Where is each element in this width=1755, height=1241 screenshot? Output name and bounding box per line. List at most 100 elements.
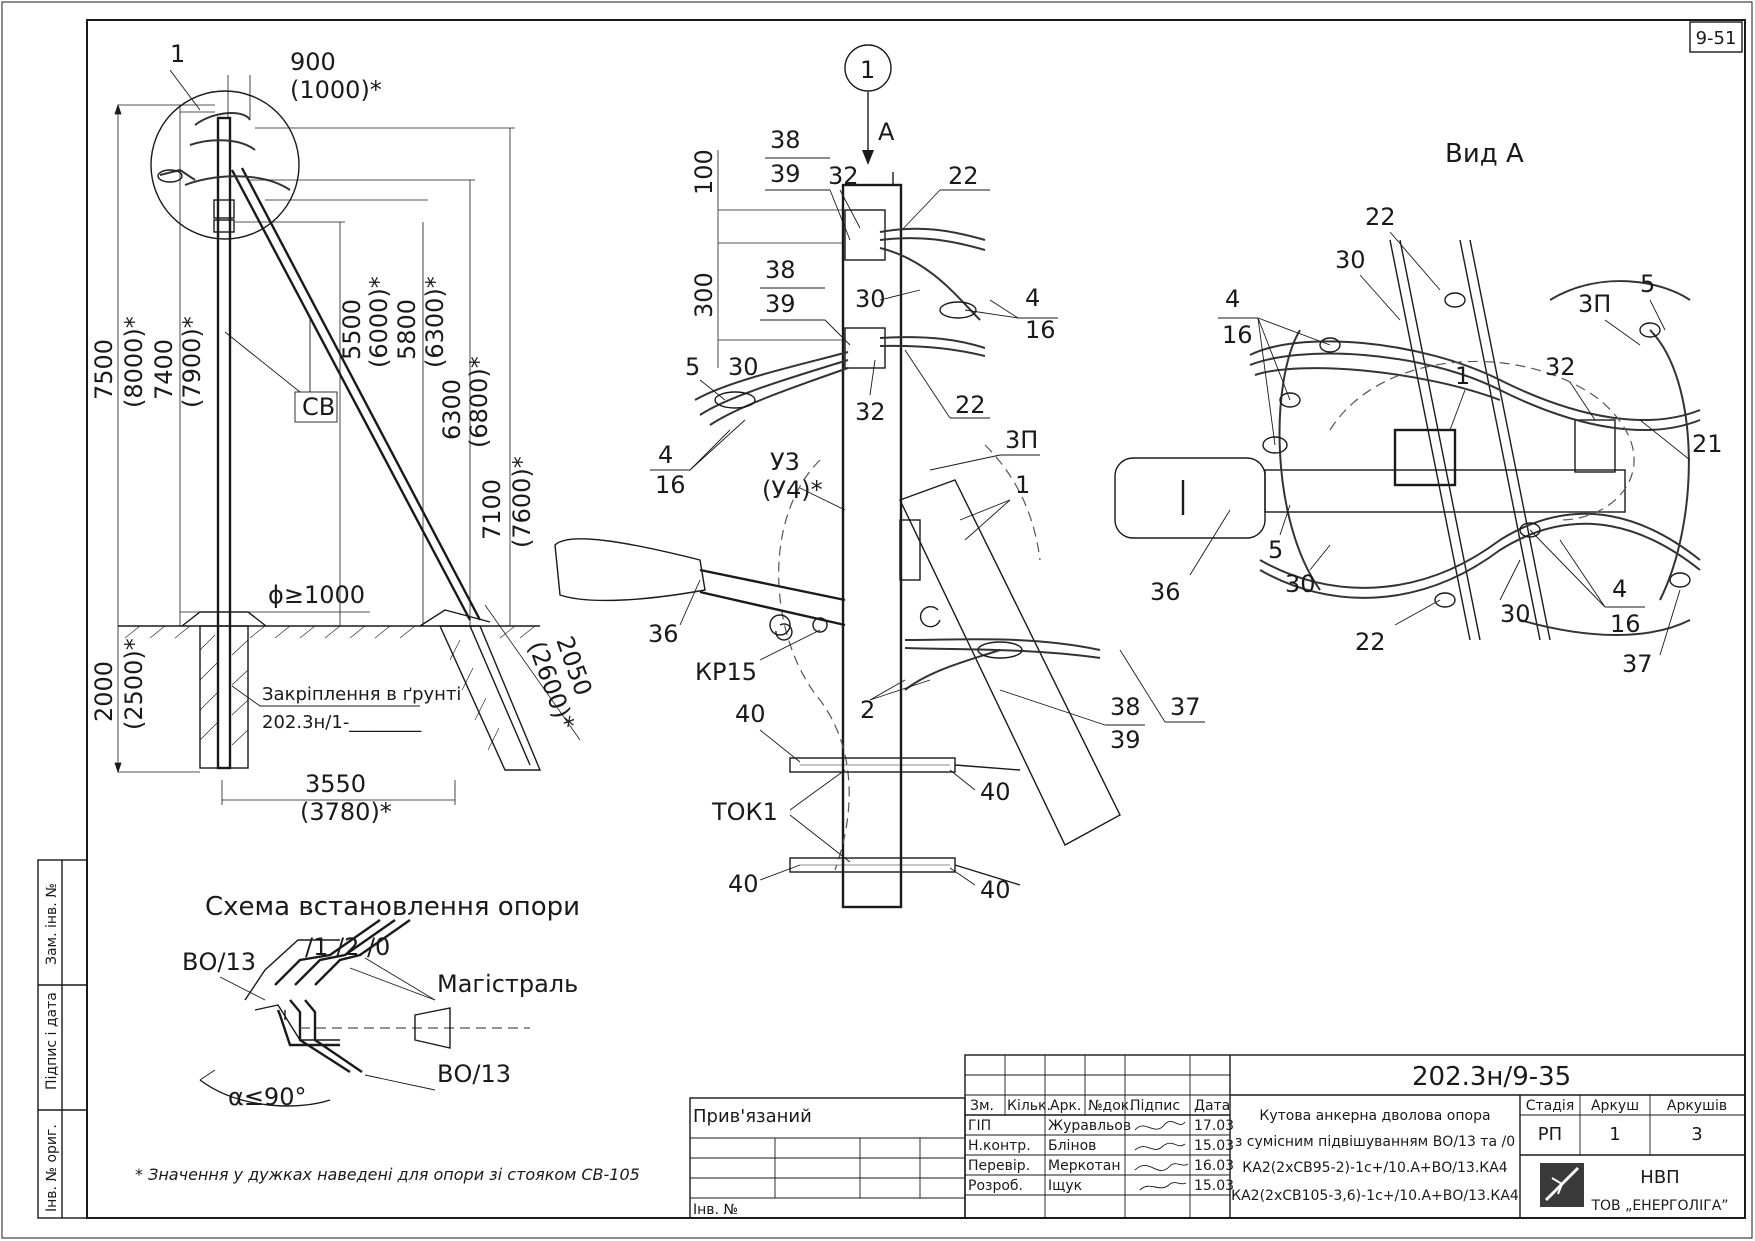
detail-view: 1 А	[554, 44, 1205, 909]
dim-3550: 3550	[305, 770, 366, 798]
view-a: Вид А 22 30	[1114, 139, 1723, 678]
section-mark-circle	[844, 44, 892, 92]
dim-7400: 7400	[150, 339, 178, 400]
doc-code: 202.3н/9-35	[1412, 1062, 1571, 1092]
va-5-top: 5	[1640, 270, 1655, 298]
va-21: 21	[1692, 430, 1723, 458]
dv-22-top: 22	[948, 162, 979, 190]
row-role-2: Перевір.	[968, 1158, 1030, 1174]
scheme-main-label: Магістраль	[437, 970, 578, 998]
dv-39-top: 39	[770, 160, 801, 188]
dv-36: 36	[648, 620, 679, 648]
scheme-title: Схема встановлення опори	[205, 892, 580, 922]
va-30-top: 30	[1335, 246, 1366, 274]
va-22-bottom: 22	[1355, 628, 1386, 656]
va-16-left: 16	[1222, 321, 1253, 349]
va-16-bottom: 16	[1610, 610, 1641, 638]
dim-7400-alt: (7900)*	[178, 316, 206, 408]
sheet-value: 1	[1609, 1124, 1620, 1145]
sheets-value: 3	[1691, 1124, 1702, 1145]
row-date-0: 17.03	[1194, 1118, 1234, 1134]
scheme-left-label: ВО/13	[182, 948, 256, 976]
row-name-3: Іщук	[1048, 1178, 1082, 1194]
sheets-head: Аркушів	[1667, 1098, 1727, 1114]
stamp-sign-date: Підпис і дата	[44, 992, 60, 1090]
dv-32-top: 32	[828, 162, 859, 190]
dv-30-mid: 30	[855, 285, 886, 313]
scheme-bottom-label: ВО/13	[437, 1060, 511, 1088]
va-4-left: 4	[1225, 285, 1240, 313]
th-ark: Арк.	[1050, 1098, 1081, 1114]
dim-7500-alt: (8000)*	[120, 316, 148, 408]
va-36: 36	[1150, 578, 1181, 606]
row-role-3: Розроб.	[968, 1178, 1023, 1194]
row-name-0: Журавльов	[1048, 1118, 1131, 1134]
row-name-2: Меркотан	[1048, 1158, 1121, 1174]
footnote: * Значення у дужках наведені для опори з…	[135, 1165, 640, 1184]
installation-scheme: Схема встановлення опори /1 /2 /0 ВО/13 …	[182, 892, 580, 1111]
stamp-orig-inv: Інв. № ориг.	[44, 1124, 60, 1212]
scheme-angle: α≤90°	[228, 1083, 306, 1111]
side-view: 1 900	[90, 40, 598, 826]
side-stamp: Зам. інв. № Підпис і дата Інв. № ориг.	[37, 859, 88, 1219]
dv-40-c: 40	[728, 870, 759, 898]
dv-1: 1	[1015, 471, 1030, 499]
dv-22-mid: 22	[955, 391, 986, 419]
dv-u3: У3	[770, 448, 800, 476]
dv-kr15: КР15	[695, 658, 757, 686]
dim-3550-alt: (3780)*	[300, 798, 392, 826]
side-callout-1: 1	[170, 40, 185, 68]
dv-40-b: 40	[980, 778, 1011, 806]
va-30-bottom-left: 30	[1285, 570, 1316, 598]
company-line-2: ТОВ „ЕНЕРГОЛІГА”	[1590, 1198, 1728, 1214]
th-data: Дата	[1194, 1098, 1230, 1114]
sheet-number-box	[1689, 21, 1743, 53]
dim-100: 100	[690, 149, 718, 195]
desc-line-3: КА2(2хСВ105-3,6)-1с+/10.А+ВО/13.КА4	[1231, 1188, 1519, 1204]
dim-300: 300	[690, 272, 718, 318]
ground-fix-code: 202.3н/1-________	[262, 712, 422, 733]
va-22-top: 22	[1365, 203, 1396, 231]
dv-38-top: 38	[770, 126, 801, 154]
linked-label: Прив'язаний	[693, 1106, 812, 1127]
dv-u4: (У4)*	[762, 476, 823, 504]
title-block: Прив'язаний Інв. № Зм. Кільк. Арк. №док.…	[689, 1054, 1746, 1219]
row-date-1: 15.03	[1194, 1138, 1234, 1154]
dim-900-alt: (1000)*	[290, 76, 382, 104]
dv-40-a: 40	[735, 700, 766, 728]
dim-foundation-dia: ϕ≥1000	[268, 581, 365, 609]
dv-37: 37	[1170, 693, 1201, 721]
va-37: 37	[1622, 650, 1653, 678]
dim-2000: 2000	[90, 661, 118, 722]
company-line-1: НВП	[1640, 1167, 1679, 1188]
row-date-2: 16.03	[1194, 1158, 1234, 1174]
th-kilk: Кільк.	[1007, 1098, 1051, 1114]
view-arrow-label: А	[878, 118, 895, 146]
va-30-bottom-right: 30	[1500, 600, 1531, 628]
view-a-title: Вид А	[1445, 139, 1524, 169]
dv-2: 2	[860, 696, 875, 724]
company-logo	[1540, 1163, 1584, 1207]
va-4-bottom: 4	[1612, 575, 1627, 603]
th-ndok: №док.	[1088, 1098, 1134, 1114]
scheme-top-labels: /1 /2 /0	[305, 933, 390, 961]
dv-3p: 3П	[1005, 426, 1038, 454]
th-zm: Зм.	[970, 1098, 994, 1114]
dim-5800: 5800	[393, 299, 421, 360]
dv-16-right: 16	[1025, 316, 1056, 344]
ground-fix-title: Закріплення в ґрунті	[262, 684, 461, 705]
stage-value: РП	[1538, 1124, 1562, 1145]
inv-label: Інв. №	[693, 1202, 738, 1218]
dim-7500: 7500	[90, 339, 118, 400]
dim-6300-alt: (6800)*	[465, 356, 493, 448]
dv-4-left: 4	[658, 441, 673, 469]
dv-30-left: 30	[728, 353, 759, 381]
row-date-3: 15.03	[1194, 1178, 1234, 1194]
row-role-0: ГІП	[968, 1118, 991, 1134]
dim-900: 900	[290, 48, 336, 76]
va-32: 32	[1545, 353, 1576, 381]
desc-line-0: Кутова анкерна дволова опора	[1259, 1108, 1490, 1124]
dim-5500-alt: (6000)*	[365, 276, 393, 368]
